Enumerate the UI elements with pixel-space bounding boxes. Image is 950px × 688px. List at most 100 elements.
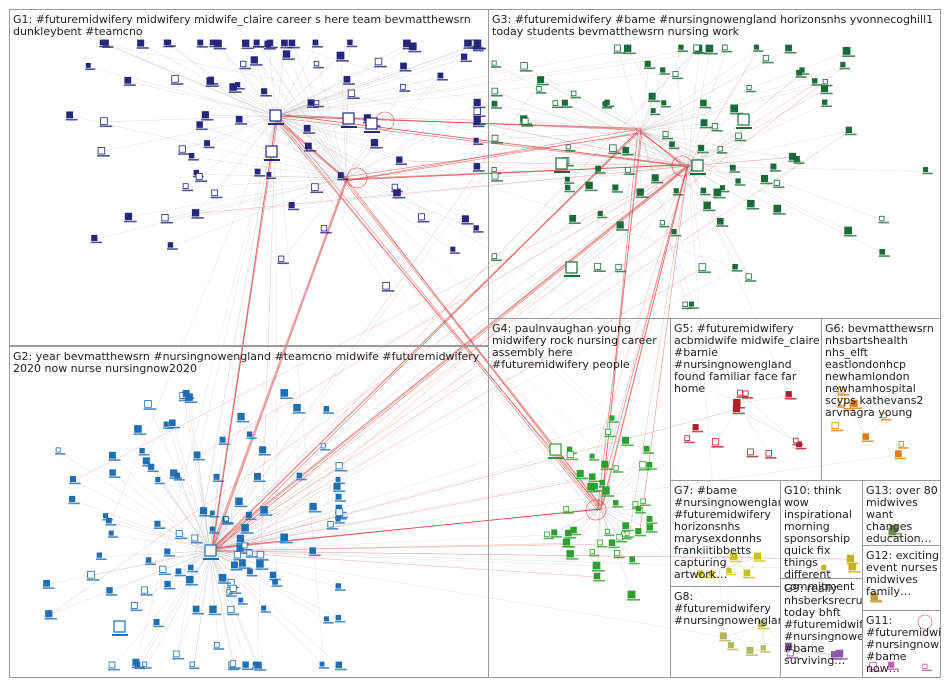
node-g1[interactable] [191,209,204,219]
node-g2[interactable] [258,446,271,456]
node-g5[interactable] [732,398,746,409]
node-g2[interactable] [208,605,222,616]
node-g3[interactable] [519,62,533,72]
node-g1[interactable] [234,82,245,90]
node-g3[interactable] [698,263,711,274]
hub-node[interactable] [554,157,570,173]
node-g2[interactable] [153,520,166,530]
node-g3[interactable] [731,263,743,272]
node-g3[interactable] [729,104,743,115]
node-g3[interactable] [648,92,661,103]
node-g2[interactable] [190,534,203,544]
node-g1[interactable] [336,51,349,62]
node-g6[interactable] [830,421,844,432]
node-g6[interactable] [837,397,851,408]
node-g1[interactable] [346,39,358,48]
node-g4[interactable] [612,500,624,508]
node-g11[interactable] [921,663,933,672]
node-g1[interactable] [381,282,395,292]
node-g1[interactable] [263,40,276,50]
node-g1[interactable] [461,215,474,225]
node-g3[interactable] [491,60,502,68]
node-g4[interactable] [624,530,635,538]
node-g3[interactable] [845,126,857,136]
node-g3[interactable] [611,184,623,193]
hub-node[interactable] [564,261,580,277]
node-g5[interactable] [792,437,804,446]
node-g3[interactable] [670,229,682,237]
node-g2[interactable] [209,510,220,518]
node-g2[interactable] [145,557,156,566]
node-g3[interactable] [746,199,760,210]
node-g1[interactable] [241,39,254,50]
node-g1[interactable] [97,146,110,157]
node-g2[interactable] [187,564,199,573]
node-g1[interactable] [391,183,403,193]
node-g2[interactable] [158,565,171,576]
node-g1[interactable] [288,39,300,49]
node-g1[interactable] [182,183,194,192]
node-g2[interactable] [108,469,121,478]
node-g1[interactable] [310,183,324,194]
node-g3[interactable] [699,99,712,109]
node-g3[interactable] [623,44,636,55]
node-g4[interactable] [596,539,608,548]
node-g2[interactable] [229,660,241,669]
node-g1[interactable] [160,214,174,224]
node-g7[interactable] [696,570,708,578]
node-g3[interactable] [719,185,730,193]
node-g11[interactable] [868,662,882,673]
node-g1[interactable] [399,62,412,72]
node-g2[interactable] [323,616,334,624]
node-g2[interactable] [260,605,271,613]
node-g3[interactable] [772,204,786,215]
node-g1[interactable] [90,234,102,244]
node-g4[interactable] [592,561,605,572]
node-g3[interactable] [711,123,723,132]
node-g2[interactable] [318,661,330,669]
node-g3[interactable] [608,144,622,155]
node-g2[interactable] [69,475,81,485]
node-g1[interactable] [85,62,96,71]
node-g3[interactable] [839,61,851,70]
node-g1[interactable] [408,42,422,53]
node-g3[interactable] [821,99,832,108]
node-g3[interactable] [762,54,774,64]
node-g2[interactable] [173,472,185,481]
node-g1[interactable] [374,57,387,68]
node-g9[interactable] [834,649,848,660]
node-g10[interactable] [820,564,831,573]
node-g4[interactable] [565,550,579,560]
node-g8[interactable] [719,632,732,642]
node-g5[interactable] [736,389,748,398]
node-g1[interactable] [203,140,215,149]
node-g3[interactable] [704,44,718,55]
node-g5[interactable] [683,435,695,444]
node-g1[interactable] [417,213,430,223]
node-g2[interactable] [105,517,117,526]
node-g2[interactable] [140,586,153,596]
node-g1[interactable] [370,139,383,149]
node-g2[interactable] [55,447,66,455]
node-g2[interactable] [154,477,165,485]
node-g3[interactable] [624,166,636,175]
node-g1[interactable] [254,168,266,177]
node-g2[interactable] [193,451,206,461]
node-g3[interactable] [677,44,689,53]
node-g5[interactable] [742,390,754,399]
node-g1[interactable] [282,50,295,60]
node-g5[interactable] [691,424,704,433]
node-g3[interactable] [596,210,608,219]
node-g2[interactable] [138,447,150,456]
node-g3[interactable] [721,44,733,53]
node-g2[interactable] [230,561,243,571]
node-g1[interactable] [277,255,289,265]
node-g3[interactable] [659,67,670,75]
node-g2[interactable] [241,661,254,670]
node-g2[interactable] [223,516,234,524]
node-g3[interactable] [594,165,606,174]
node-g3[interactable] [734,178,746,186]
node-g3[interactable] [745,85,757,93]
node-g2[interactable] [323,406,334,414]
node-g1[interactable] [239,60,252,70]
